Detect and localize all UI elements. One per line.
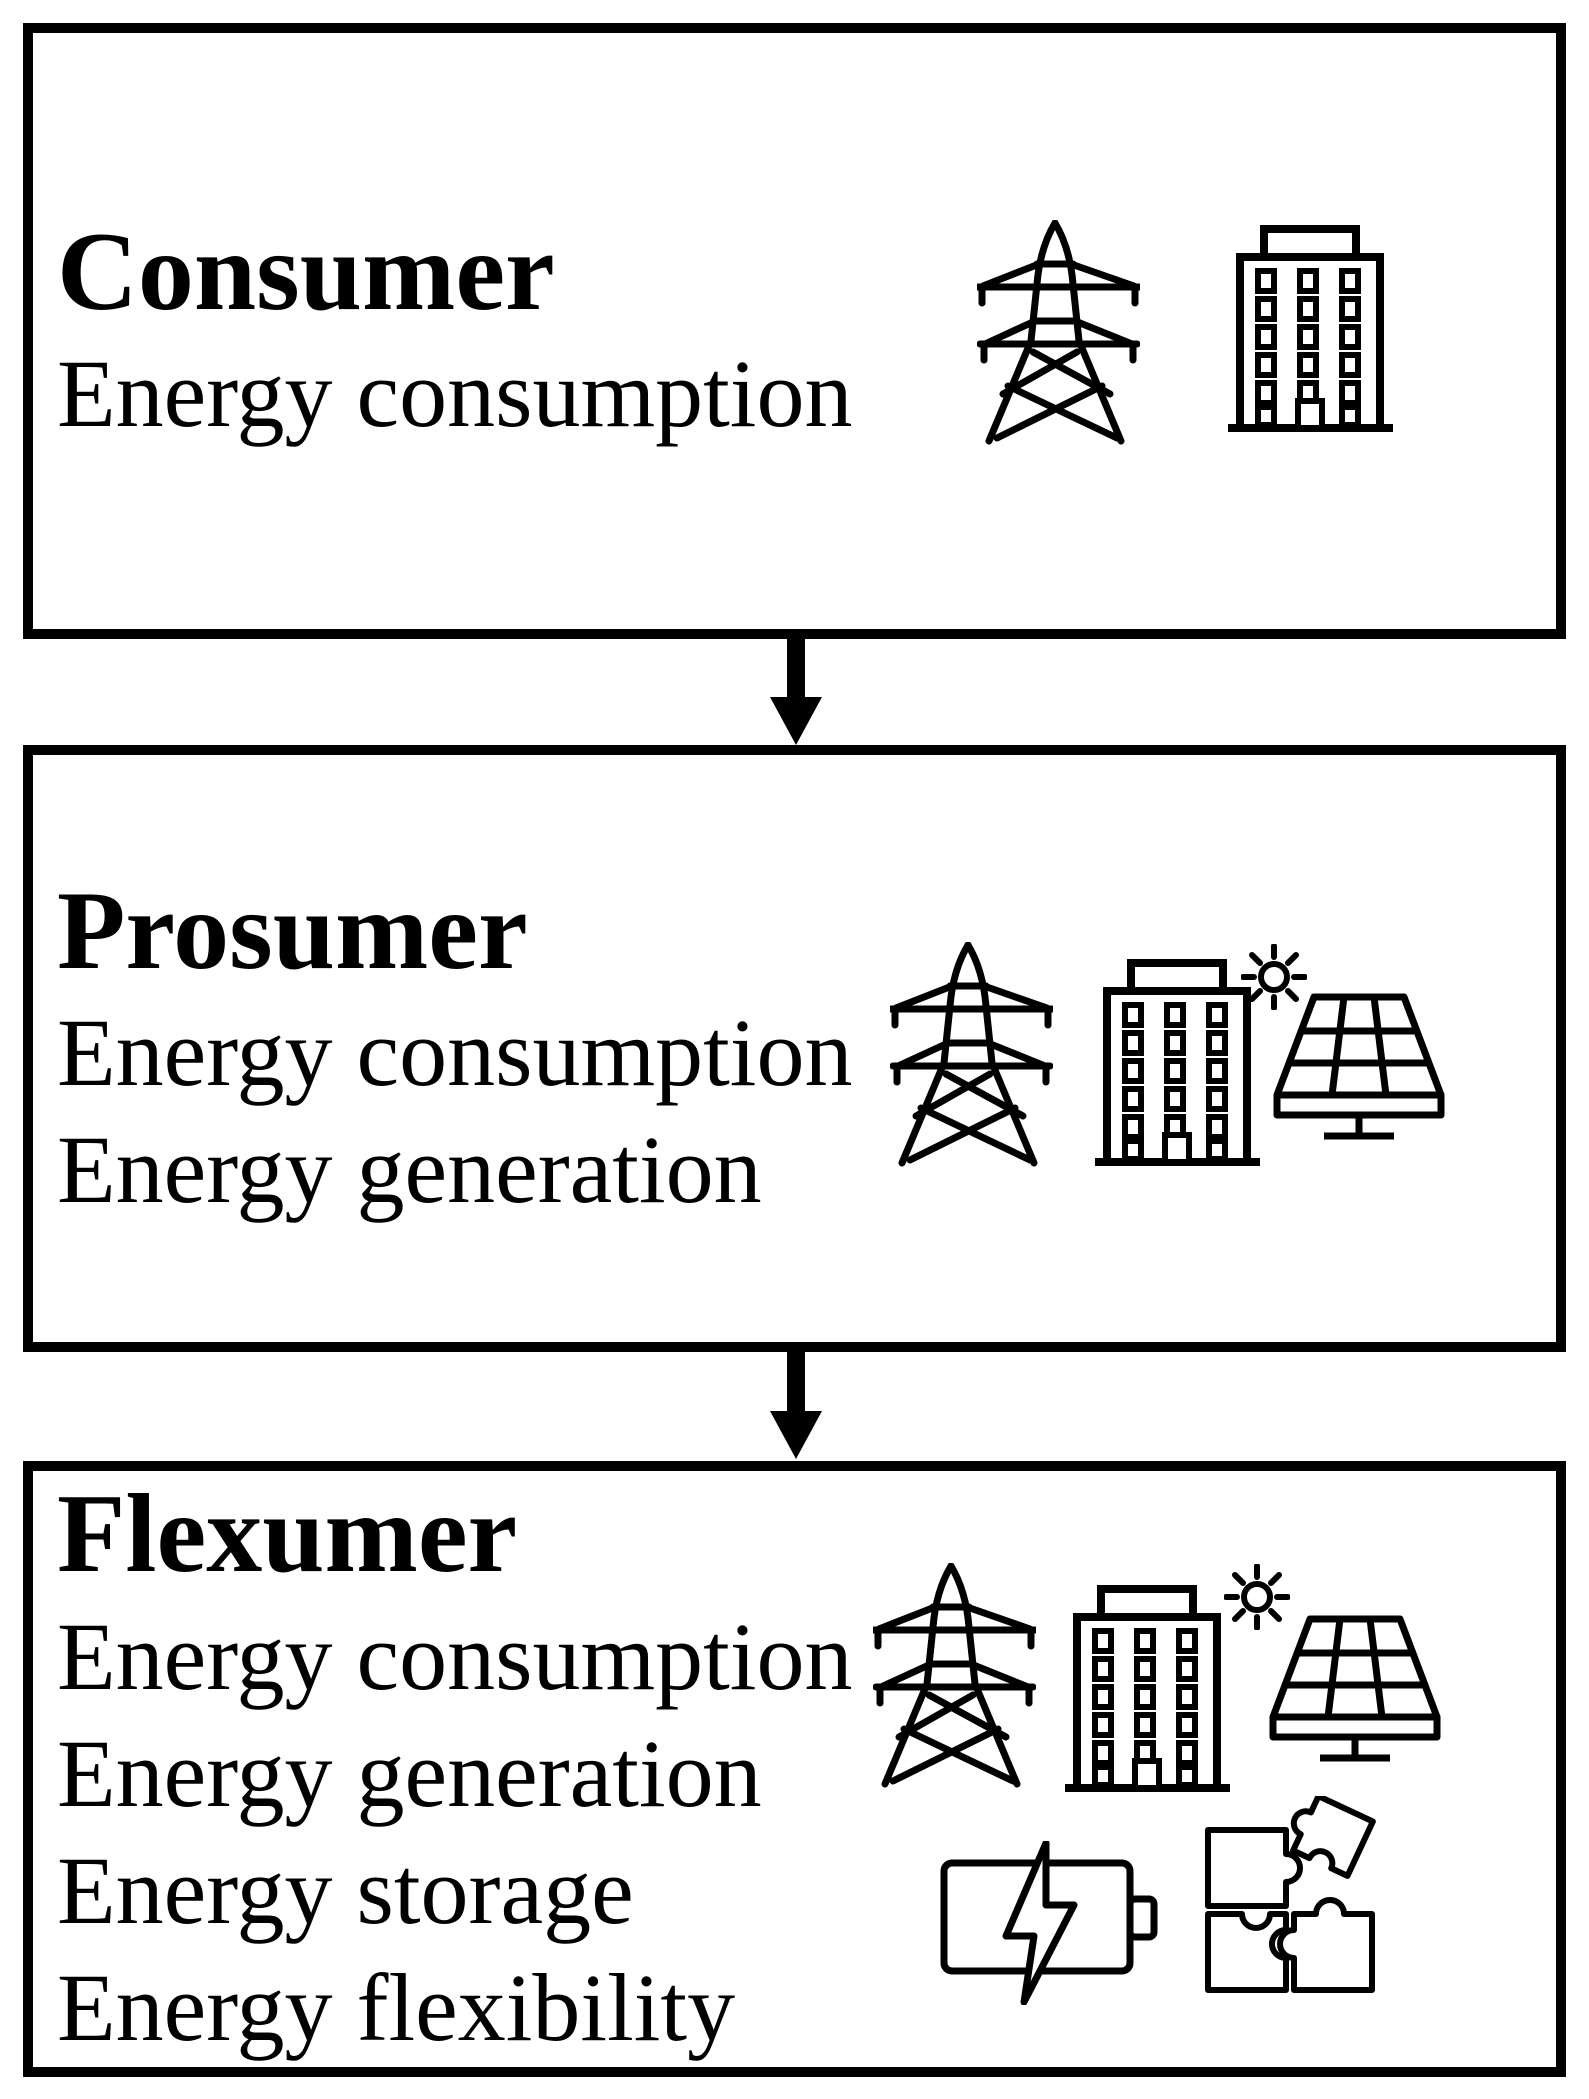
prosumer-line: Energy consumption — [57, 999, 853, 1107]
transmission-tower-icon — [977, 220, 1140, 447]
flexumer-text-block: Flexumer Energy consumption Energy gener… — [33, 1471, 852, 2067]
transmission-tower-icon — [873, 1563, 1036, 1790]
prosumer-box: Prosumer Energy consumption Energy gener… — [23, 745, 1566, 1352]
consumer-title: Consumer — [57, 209, 555, 334]
prosumer-text-block: Prosumer Energy consumption Energy gener… — [33, 755, 852, 1342]
office-building-icon — [1228, 221, 1393, 433]
flexumer-title: Flexumer — [57, 1472, 518, 1597]
flexumer-box: Flexumer Energy consumption Energy gener… — [23, 1461, 1566, 2077]
prosumer-title: Prosumer — [57, 868, 528, 993]
transmission-tower-icon — [890, 942, 1053, 1169]
office-building-icon — [1065, 1581, 1230, 1793]
flexumer-line: Energy flexibility — [57, 1953, 736, 2061]
consumer-text-block: Consumer Energy consumption — [33, 33, 852, 629]
down-arrow-consumer-to-prosumer — [769, 637, 823, 747]
prosumer-line: Energy generation — [57, 1116, 762, 1224]
consumer-line: Energy consumption — [57, 340, 853, 448]
down-arrow-prosumer-to-flexumer — [769, 1351, 823, 1461]
office-building-icon — [1095, 955, 1260, 1167]
flexumer-line: Energy generation — [57, 1719, 762, 1827]
solar-panel-icon — [1259, 991, 1459, 1143]
solar-panel-icon — [1255, 1613, 1455, 1765]
flexumer-line: Energy storage — [57, 1836, 634, 1944]
flexumer-line: Energy consumption — [57, 1602, 853, 1710]
battery-charging-icon — [936, 1841, 1158, 2005]
consumer-box: Consumer Energy consumption — [23, 23, 1566, 639]
puzzle-pieces-icon — [1198, 1796, 1380, 1996]
